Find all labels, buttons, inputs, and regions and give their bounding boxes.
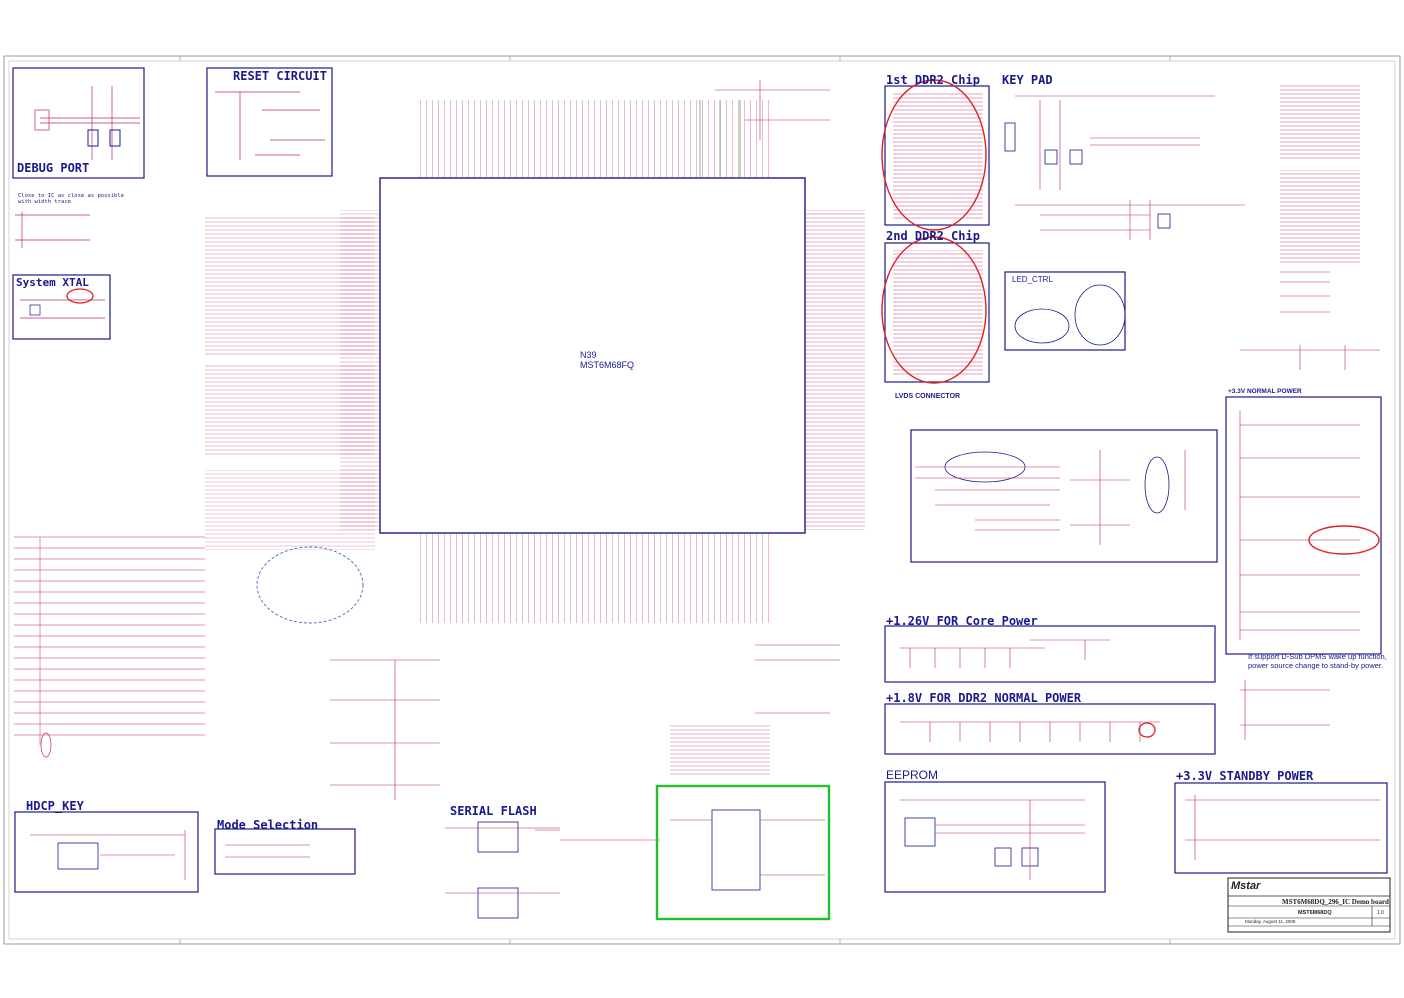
- mstar-logo: Mstar: [1231, 880, 1261, 892]
- lvds-connector-title: LVDS CONNECTOR: [895, 393, 961, 400]
- revision: 1.0: [1377, 910, 1384, 916]
- board-title: MST6M68DQ_296_IC Demo board: [1282, 898, 1389, 906]
- eeprom-title: EEPROM: [886, 768, 939, 782]
- serial-flash-highlight: [655, 784, 831, 921]
- reset-circuit-title: RESET CIRCUIT: [233, 69, 327, 83]
- core-power-title: +1.26V FOR Core Power: [886, 614, 1038, 628]
- hdcp-box: [14, 811, 199, 893]
- ddr-power-title: +1.8V FOR DDR2 NORMAL POWER: [886, 691, 1082, 705]
- main-chip-ref: N39: [580, 350, 597, 360]
- core-power-box: [884, 625, 1216, 683]
- dsub-note-line1: If support D-Sub DPMS wake up function,: [1248, 652, 1387, 661]
- main-chip-part: MST6M68FQ: [580, 360, 635, 370]
- date: Monday, August 11, 2008: [1245, 919, 1296, 924]
- hdcp-key-title: HDCP_KEY: [26, 799, 84, 813]
- doc-number: MST6M68DQ: [1298, 910, 1332, 916]
- mode-box: [214, 828, 356, 875]
- dsub-note-line2: power source change to stand-by power.: [1248, 661, 1384, 670]
- key-pad-title: KEY PAD: [1002, 73, 1053, 87]
- ddr1-title: 1st DDR2 Chip: [886, 73, 980, 87]
- normal-power-title: +3.3V NORMAL POWER: [1228, 388, 1302, 395]
- ddr1-box: [884, 85, 990, 226]
- system-xtal-title: System XTAL: [16, 276, 89, 289]
- reset-box: [206, 67, 333, 177]
- debug-port-title: DEBUG PORT: [17, 161, 90, 175]
- serial-flash-title: SERIAL FLASH: [450, 804, 537, 818]
- standby-power-title: +3.3V STANDBY POWER: [1176, 769, 1314, 783]
- lvds-box: [910, 429, 1218, 563]
- led-ctrl-title: LED_CTRL: [1012, 275, 1053, 284]
- close-ic-note: Close to IC as close as possible: [18, 193, 124, 199]
- standby-power-box: [1174, 782, 1388, 874]
- ddr-power-box: [884, 703, 1216, 755]
- xtal-box: [12, 274, 111, 340]
- close-ic-note-2: with width trace: [18, 199, 71, 205]
- debug-port-box: [12, 67, 145, 179]
- ddr2-box: [884, 242, 990, 383]
- ddr2-title: 2nd DDR2 Chip: [886, 229, 980, 243]
- normal-power-box: [1225, 396, 1382, 655]
- eeprom-box: [884, 781, 1106, 893]
- title-block: [1227, 877, 1391, 933]
- mode-selection-title: Mode Selection: [217, 818, 319, 832]
